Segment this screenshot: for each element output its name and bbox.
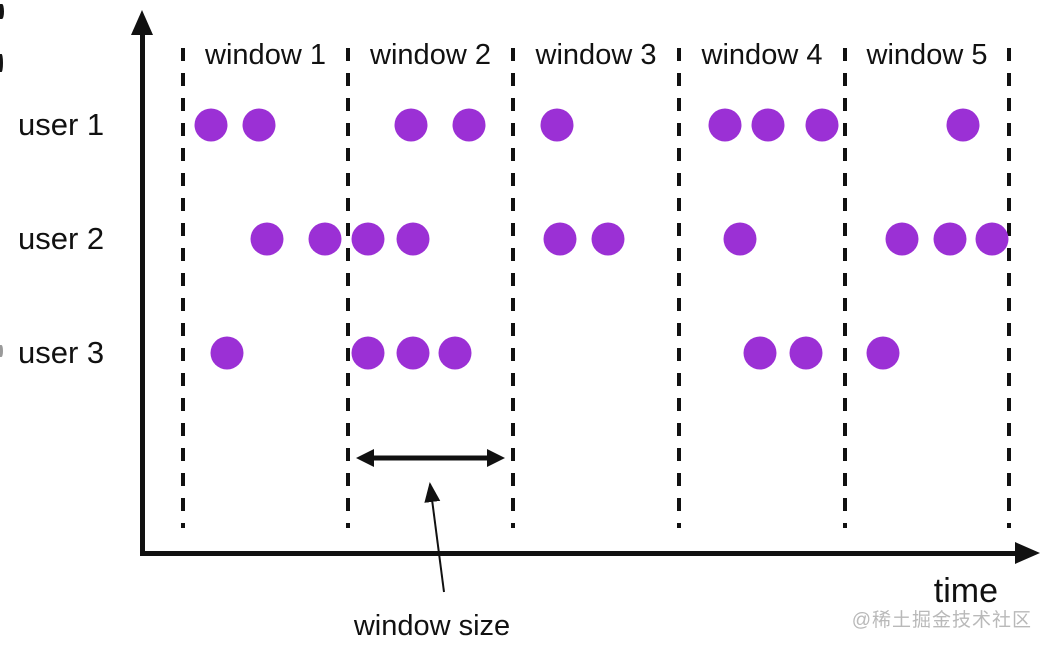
window-label-3: window 3 bbox=[535, 39, 657, 71]
event-dot bbox=[866, 336, 900, 370]
event-dot bbox=[805, 108, 839, 142]
user-label-3: user 3 bbox=[18, 335, 105, 370]
x-axis-arrowhead-icon bbox=[1015, 542, 1040, 564]
user-label-1: user 1 bbox=[18, 107, 105, 142]
event-dot bbox=[351, 222, 385, 256]
event-dot bbox=[708, 108, 742, 142]
arrow-right-head-icon bbox=[487, 449, 505, 467]
x-axis bbox=[140, 551, 1032, 556]
event-dot bbox=[242, 108, 276, 142]
event-dot bbox=[194, 108, 228, 142]
window-label-4: window 4 bbox=[701, 39, 823, 71]
event-dot bbox=[250, 222, 284, 256]
event-dot bbox=[438, 336, 472, 370]
watermark: @稀土掘金技术社区 bbox=[851, 610, 1032, 631]
event-dot bbox=[723, 222, 757, 256]
window-boundary-dash-3 bbox=[511, 48, 515, 528]
event-dot bbox=[946, 108, 980, 142]
window-boundary-dash-6 bbox=[1007, 48, 1011, 528]
window-boundary-dash-2 bbox=[346, 48, 350, 528]
event-dot bbox=[591, 222, 625, 256]
event-dot bbox=[933, 222, 967, 256]
event-dot bbox=[743, 336, 777, 370]
event-dot bbox=[751, 108, 785, 142]
y-axis bbox=[140, 28, 145, 556]
x-axis-label: time bbox=[933, 572, 998, 610]
left-edge-artifact bbox=[0, 345, 3, 357]
window-boundary-dash-1 bbox=[181, 48, 185, 528]
window-size-label: window size bbox=[353, 610, 511, 642]
window-boundary-dash-4 bbox=[677, 48, 681, 528]
event-dot bbox=[396, 336, 430, 370]
event-dot bbox=[885, 222, 919, 256]
user-label-2: user 2 bbox=[18, 221, 105, 256]
window-boundary-dash-5 bbox=[843, 48, 847, 528]
event-dot bbox=[394, 108, 428, 142]
event-dot bbox=[308, 222, 342, 256]
event-dot bbox=[543, 222, 577, 256]
arrow-left-head-icon bbox=[356, 449, 374, 467]
window-label-5: window 5 bbox=[866, 39, 988, 71]
left-edge-artifact bbox=[0, 4, 4, 19]
event-dot bbox=[540, 108, 574, 142]
left-edge-artifact bbox=[0, 54, 3, 72]
y-axis-arrowhead-icon bbox=[131, 10, 153, 35]
window-size-pointer-arrow bbox=[424, 482, 445, 593]
event-dot bbox=[452, 108, 486, 142]
event-dot bbox=[396, 222, 430, 256]
event-dot bbox=[975, 222, 1009, 256]
event-dot bbox=[789, 336, 823, 370]
window-label-1: window 1 bbox=[205, 39, 326, 71]
event-dot bbox=[210, 336, 244, 370]
window-label-2: window 2 bbox=[370, 39, 491, 71]
event-dot bbox=[351, 336, 385, 370]
